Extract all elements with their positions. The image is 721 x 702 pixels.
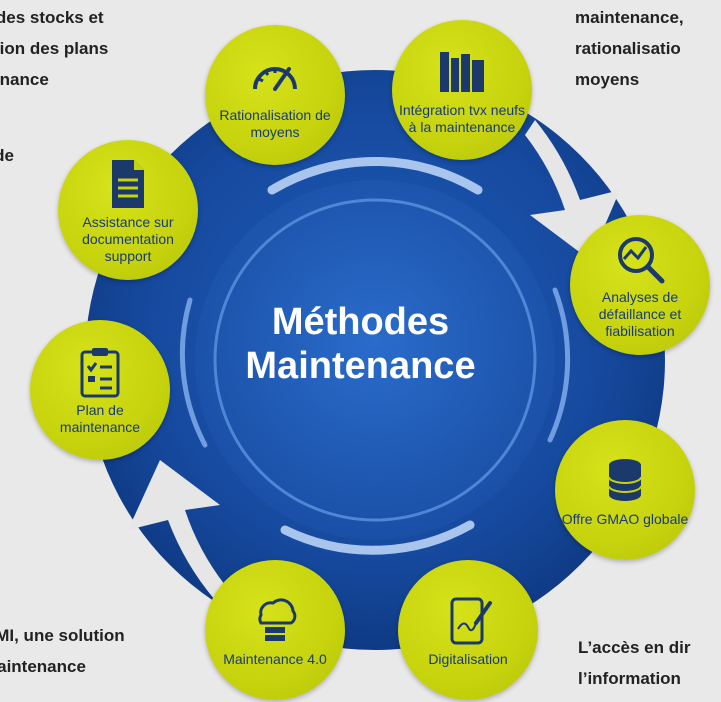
text-line: e de <box>0 146 15 165</box>
text-line: aintenance <box>0 70 49 89</box>
highlight-arc-top <box>267 157 483 195</box>
center-title-line1: Méthodes <box>271 301 450 343</box>
highlight-arc-left <box>179 297 208 448</box>
text-line: L’accès en dir <box>578 638 691 657</box>
clipboard-checklist-icon <box>72 344 128 400</box>
text-mid-left: e de e et ur ts <box>0 140 45 295</box>
document-icon <box>100 156 156 212</box>
node-label: Analyses de défaillance et fiabilisation <box>598 288 682 339</box>
node-analyses[interactable]: Analyses de défaillance et fiabilisation <box>570 215 710 355</box>
text-top-right: maintenance, rationalisatio moyens <box>575 2 684 95</box>
node-label: Plan de maintenance <box>59 402 141 435</box>
center-title: Méthodes Maintenance <box>0 300 721 388</box>
text-line: l’information <box>578 669 681 688</box>
magnifier-chart-icon <box>612 231 668 287</box>
text-bottom-left: OMI, une solution maintenance <box>0 620 190 682</box>
text-line: OMI, une solution <box>0 626 125 645</box>
node-maintenance-40[interactable]: Maintenance 4.0 <box>205 560 345 700</box>
text-line: moyens <box>575 70 640 89</box>
text-line: maintenance, <box>575 8 684 27</box>
node-label: Maintenance 4.0 <box>223 650 327 667</box>
node-plan-maintenance[interactable]: Plan de maintenance <box>30 320 170 460</box>
text-bottom-right: L’accès en dir l’information <box>578 632 690 694</box>
text-top-left: tion des stocks et nisation des plans ai… <box>0 2 205 95</box>
node-assistance[interactable]: Assistance sur documentation support <box>58 140 198 280</box>
text-line: maintenance <box>0 657 86 676</box>
highlight-arc-right <box>547 287 571 443</box>
text-line: tion des stocks et <box>0 8 104 27</box>
inner-ring <box>213 198 537 522</box>
node-label: Intégration tvx neufs à la maintenance <box>398 102 526 135</box>
node-label: Rationalisation de moyens <box>219 107 331 140</box>
node-label: Assistance sur documentation support <box>82 213 174 264</box>
cycle-arrow-left <box>128 460 225 600</box>
node-gmao[interactable]: Offre GMAO globale <box>555 420 695 560</box>
highlight-arc-bottom <box>280 520 475 555</box>
text-line: rationalisatio <box>575 39 681 58</box>
node-label: Offre GMAO globale <box>561 510 689 527</box>
node-integration[interactable]: Intégration tvx neufs à la maintenance <box>392 20 532 160</box>
cycle-arrow-right <box>525 120 620 260</box>
inner-circle <box>195 180 555 540</box>
node-label: Digitalisation <box>428 650 508 667</box>
node-rationalisation[interactable]: Rationalisation de moyens <box>205 25 345 165</box>
database-icon <box>597 453 653 509</box>
tablet-pen-icon <box>440 593 496 649</box>
cloud-server-icon <box>247 593 303 649</box>
books-icon <box>434 44 490 100</box>
center-title-line2: Maintenance <box>245 345 476 387</box>
gauge-icon <box>247 49 303 105</box>
node-digitalisation[interactable]: Digitalisation <box>398 560 538 700</box>
text-line: nisation des plans <box>0 39 109 58</box>
